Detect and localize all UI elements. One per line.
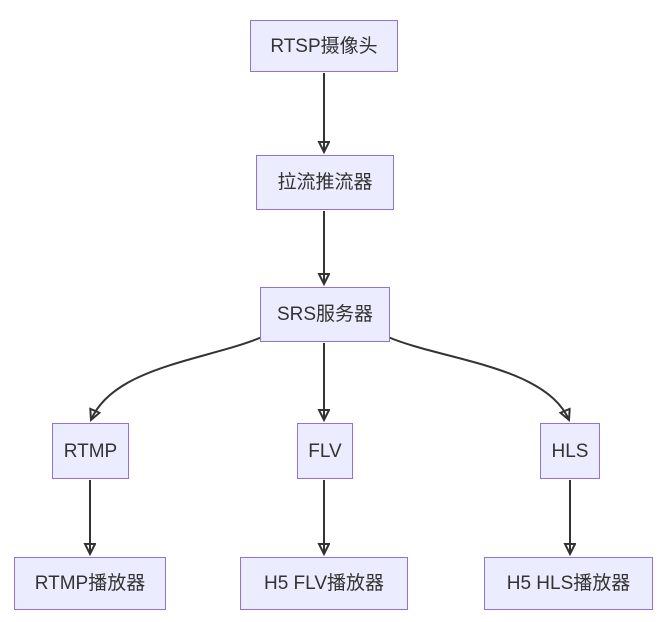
node-rtmp-label: RTMP (63, 440, 118, 462)
node-srs-server-label: SRS服务器 (276, 304, 374, 325)
node-flv-player: H5 FLV播放器 (240, 557, 408, 610)
node-rtmp: RTMP (52, 423, 129, 479)
node-flv-label: FLV (308, 440, 342, 462)
edge-srs-server-to-hls (387, 336, 569, 420)
edge-srs-server-to-rtmp (91, 336, 263, 420)
node-hls-player-label: H5 HLS播放器 (506, 573, 631, 594)
node-stream-puller: 拉流推流器 (256, 155, 394, 210)
node-rtmp-player-label: RTMP播放器 (34, 573, 146, 594)
node-rtsp-camera-label: RTSP摄像头 (270, 35, 378, 57)
node-rtmp-player: RTMP播放器 (14, 557, 166, 610)
node-srs-server: SRS服务器 (260, 287, 390, 342)
node-hls-label: HLS (551, 440, 589, 462)
node-hls-player: H5 HLS播放器 (484, 557, 653, 610)
node-rtsp-camera: RTSP摄像头 (250, 20, 398, 72)
node-hls: HLS (540, 423, 600, 479)
node-stream-puller-label: 拉流推流器 (277, 172, 373, 193)
node-flv-player-label: H5 FLV播放器 (263, 573, 384, 594)
node-flv: FLV (297, 423, 353, 479)
